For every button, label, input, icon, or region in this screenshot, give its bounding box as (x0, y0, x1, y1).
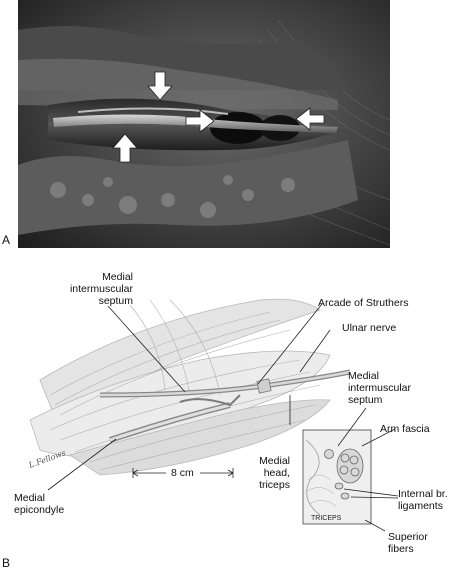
dissection-photo (18, 0, 390, 248)
anatomy-illustration: L.Fellows TRICEPS (27, 298, 399, 532)
arrow-down (147, 71, 173, 101)
label-ulnar-nerve: Ulnar nerve (342, 322, 397, 334)
arrow-right (185, 109, 215, 133)
label-internal-br-ligaments: Internal br. ligaments (398, 488, 448, 512)
panel-letter-a: A (2, 233, 11, 247)
inset-triceps-label: TRICEPS (311, 515, 342, 522)
scale-bar-label: 8 cm (171, 467, 194, 479)
arrow-left (295, 107, 325, 131)
panel-letter-b: B (2, 556, 11, 570)
label-medial-epicondyle: Medial epicondyle (14, 492, 65, 516)
label-medial-intermuscular-septum-top: Medial intermuscular septum (69, 271, 133, 307)
label-arm-fascia: Arm fascia (380, 423, 430, 435)
label-medial-head-triceps: Medial head, triceps (259, 455, 290, 491)
label-medial-intermuscular-septum-right: Medial intermuscular septum (348, 370, 412, 406)
cross-section-inset: TRICEPS (302, 429, 372, 525)
label-arcade-of-struthers: Arcade of Struthers (318, 297, 409, 309)
arrow-up (112, 133, 138, 163)
label-superior-fibers: Superior fibers (388, 531, 428, 555)
